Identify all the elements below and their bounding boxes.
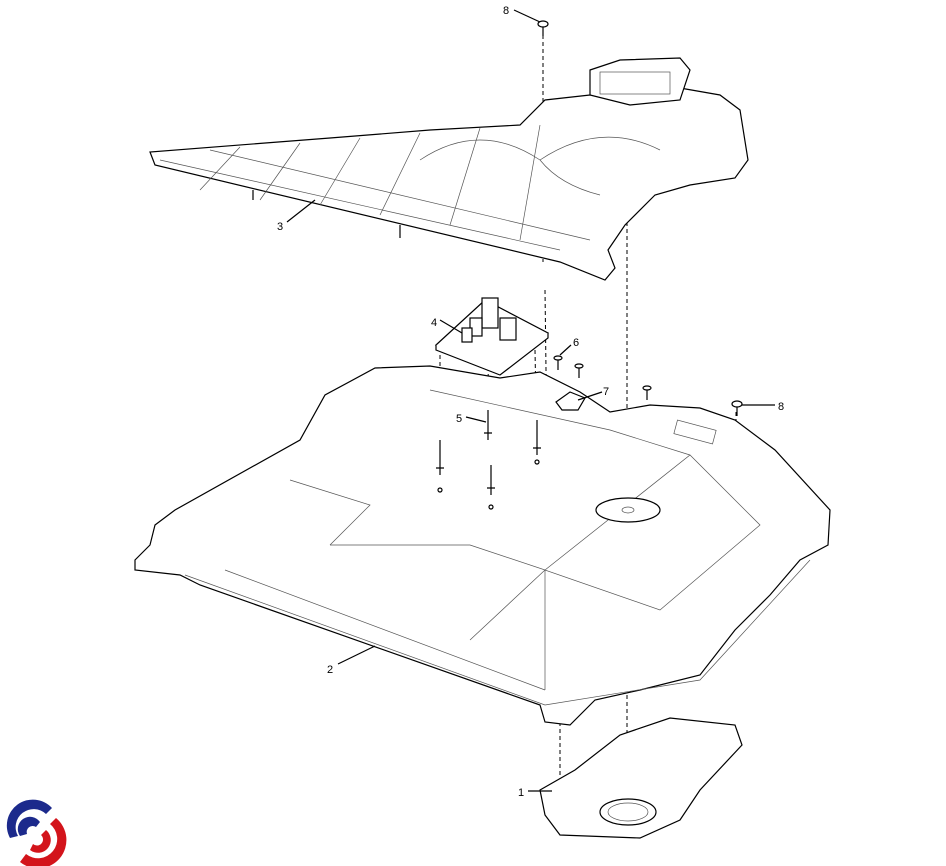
callout-1: 1 xyxy=(518,787,524,799)
callout-6: 6 xyxy=(573,337,579,349)
callout-3: 3 xyxy=(277,221,283,233)
callout-8-right: 8 xyxy=(778,401,784,413)
callout-8-top: 8 xyxy=(503,5,509,17)
part-1-shield xyxy=(539,717,743,839)
callout-7: 7 xyxy=(603,386,609,398)
callout-2: 2 xyxy=(327,664,333,676)
brand-logo xyxy=(6,799,67,866)
leader-lines xyxy=(286,9,775,792)
part-3-cover xyxy=(149,57,749,281)
part-5-fasteners xyxy=(436,410,541,510)
screws xyxy=(537,20,743,416)
callout-4: 4 xyxy=(431,317,437,329)
callout-5: 5 xyxy=(456,413,462,425)
part-4-module xyxy=(434,297,550,376)
part-2-tray xyxy=(134,365,831,726)
